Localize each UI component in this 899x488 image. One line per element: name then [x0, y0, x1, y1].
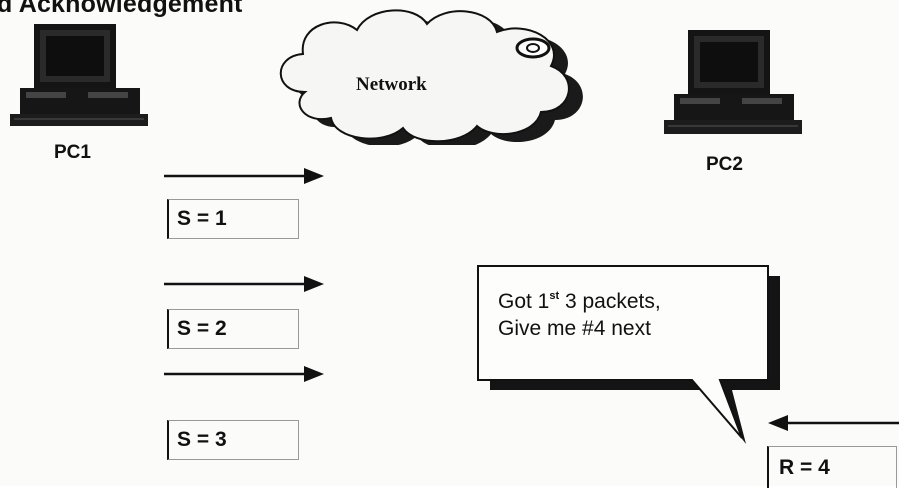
ack-arrow-left-icon — [768, 415, 899, 431]
ack-message: Got 1st 3 packets, Give me #4 next — [498, 283, 661, 342]
packet-1-box: S = 1 — [167, 199, 299, 239]
packet-1-label: S = 1 — [177, 207, 227, 230]
packet-1-arrow-right-icon — [164, 168, 324, 184]
packet-2-arrow-right-icon — [164, 276, 324, 292]
pc1-computer-icon — [10, 24, 148, 126]
pc2-computer-icon — [664, 30, 802, 134]
ack-message-ordinal: st — [549, 290, 560, 302]
packet-3-arrow-right-icon — [164, 366, 324, 382]
network-cloud-icon — [279, 9, 583, 145]
packet-2-box: S = 2 — [167, 309, 299, 349]
ack-message-line-2: Give me #4 next — [498, 317, 651, 340]
diagram-title: d Acknowledgement — [0, 0, 243, 18]
ack-label: R = 4 — [779, 456, 830, 479]
pc1-label: PC1 — [54, 142, 91, 163]
ack-message-line-1-prefix: Got 1 — [498, 290, 550, 313]
ack-message-line-1: Got 1st 3 packets, — [498, 283, 661, 315]
packet-2-label: S = 2 — [177, 317, 227, 340]
ack-message-line-1-suffix: 3 packets, — [559, 290, 661, 313]
ack-box: R = 4 — [767, 446, 897, 488]
packet-3-label: S = 3 — [177, 428, 227, 451]
speech-bubble-icon — [477, 265, 780, 444]
packet-3-box: S = 3 — [167, 420, 299, 460]
network-label: Network — [356, 74, 427, 95]
pc2-label: PC2 — [706, 154, 743, 175]
